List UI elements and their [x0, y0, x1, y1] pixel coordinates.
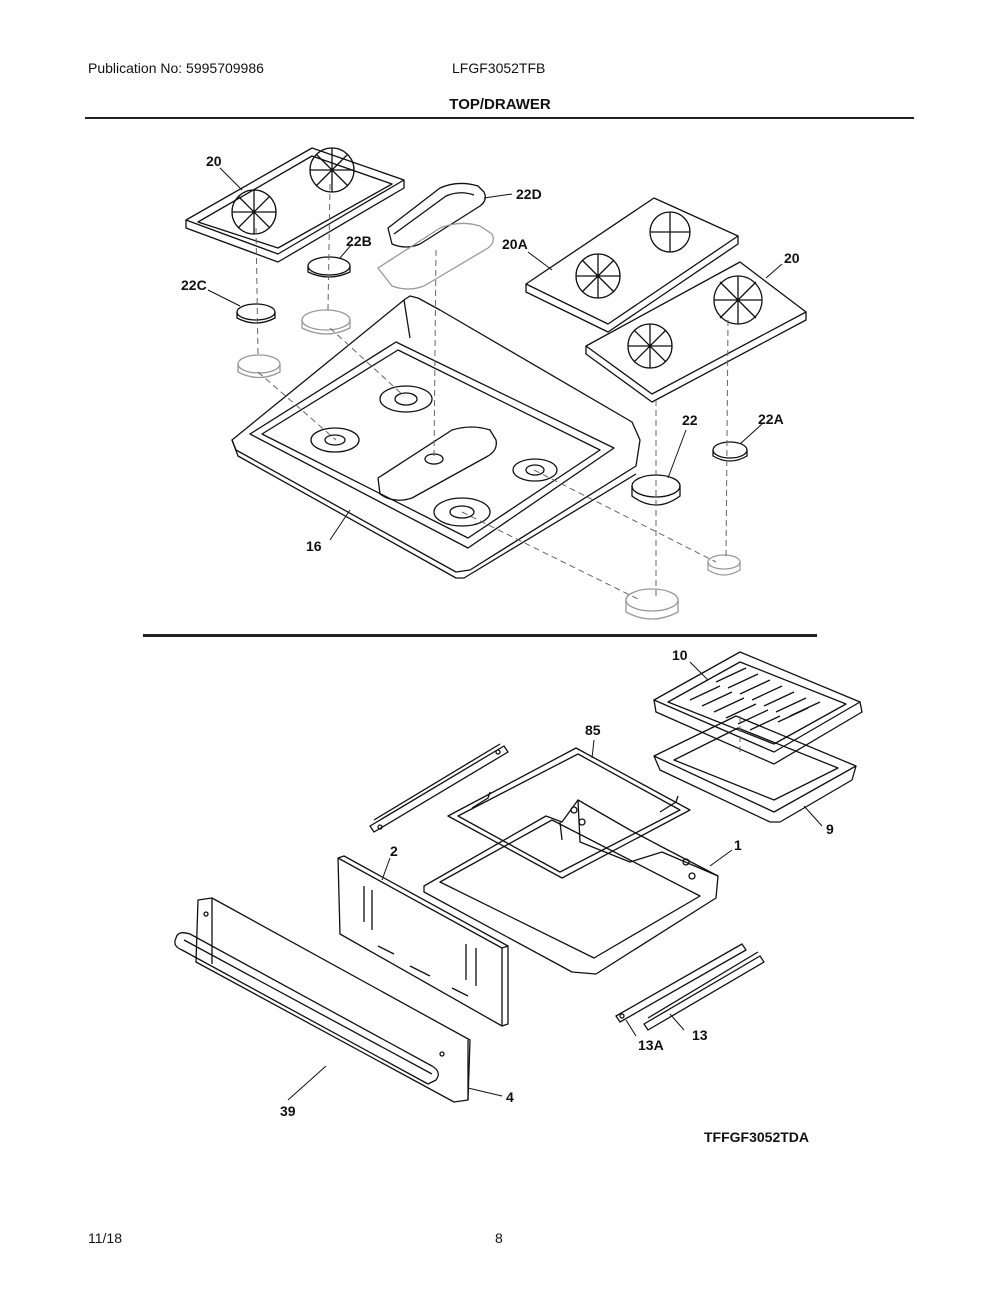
drawer-slide-13: [643, 951, 765, 1031]
section-divider: [143, 634, 817, 637]
drawer-body-1: [423, 799, 719, 975]
drawer-panel-2: [337, 855, 509, 1027]
handle-39: [174, 932, 439, 1085]
grate-20a: [525, 197, 739, 333]
callout-85: 85: [585, 722, 601, 738]
drawer-slide-13a: [615, 943, 747, 1023]
grate-left: [185, 147, 405, 263]
drawer-slide-left: [369, 743, 509, 833]
callout-20-left: 20: [206, 153, 222, 169]
broil-pan-9: [653, 715, 857, 823]
top-assembly-lines: [255, 183, 729, 601]
drawer-front-4: [195, 897, 471, 1103]
model-number: LFGF3052TFB: [452, 60, 546, 76]
callout-22: 22: [682, 412, 698, 428]
callout-13: 13: [692, 1027, 708, 1043]
footer-date: 11/18: [88, 1230, 122, 1246]
callout-20a: 20A: [502, 236, 528, 252]
callout-39: 39: [280, 1103, 296, 1119]
griddle-outline-ghost: [377, 222, 494, 290]
grate-20-right: [585, 261, 807, 403]
top-divider: [85, 117, 914, 119]
page-number: 8: [495, 1230, 503, 1246]
burner-heads-ghost-right: [625, 554, 741, 620]
burner-cap-22a: [712, 441, 748, 462]
callout-22c: 22C: [181, 277, 207, 293]
callout-20-right: 20: [784, 250, 800, 266]
callout-22a: 22A: [758, 411, 784, 427]
broil-pan-insert-10: [653, 651, 863, 765]
rack-85: [447, 747, 691, 879]
callout-10: 10: [672, 647, 688, 663]
callout-22d: 22D: [516, 186, 542, 202]
callout-13a: 13A: [638, 1037, 664, 1053]
griddle-22d: [387, 182, 486, 248]
top-callout-leaders: [207, 167, 783, 541]
figure-code: TFFGF3052TDA: [704, 1129, 810, 1145]
callout-1: 1: [734, 837, 742, 853]
burner-cap-22c: [236, 303, 276, 324]
callout-16: 16: [306, 538, 322, 554]
callout-4: 4: [506, 1089, 514, 1105]
callout-2: 2: [390, 843, 398, 859]
cooktop-16: [231, 295, 641, 579]
callout-9: 9: [826, 821, 834, 837]
section-title: TOP/DRAWER: [449, 96, 551, 113]
callout-22b: 22B: [346, 233, 372, 249]
bottom-callout-leaders: [287, 661, 823, 1101]
publication-number: Publication No: 5995709986: [88, 60, 264, 76]
